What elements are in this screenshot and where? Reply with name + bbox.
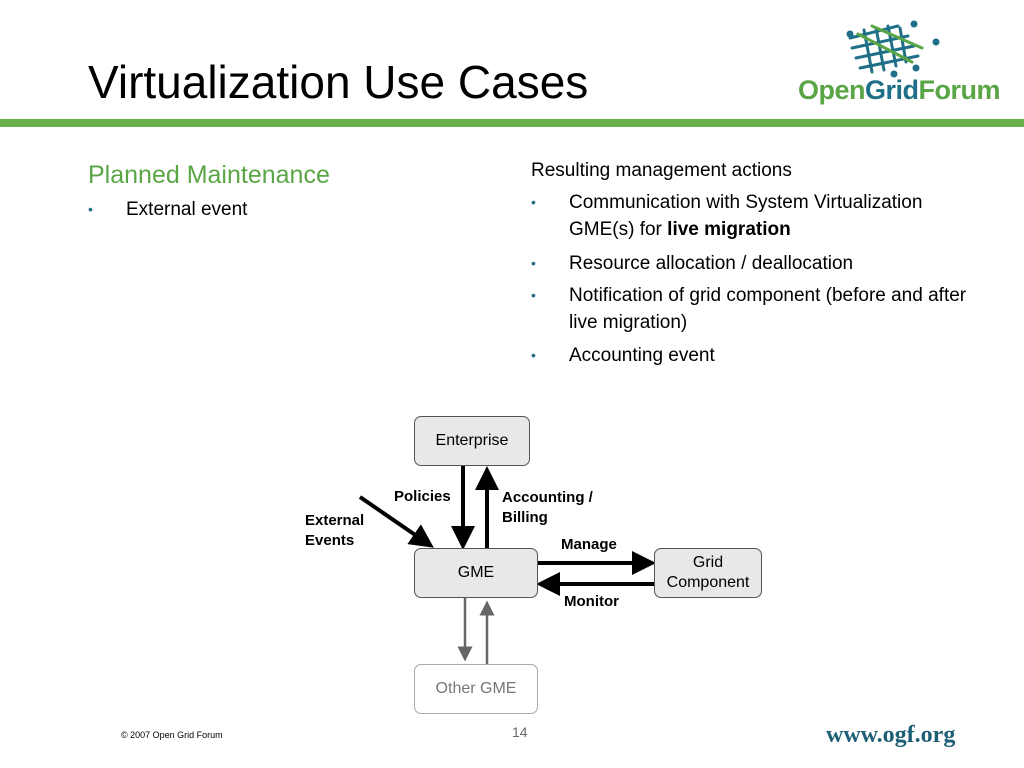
right-bullet-text: Accounting event	[569, 345, 715, 366]
bullet-icon: •	[88, 201, 93, 217]
grid-component-node: Grid Component	[654, 548, 762, 598]
billing-label: Billing	[502, 509, 548, 526]
left-bullet-text: External event	[126, 199, 248, 220]
gme-node: GME	[414, 548, 538, 598]
slide-title: Virtualization Use Cases	[88, 56, 589, 108]
right-bullet-text: Resource allocation / deallocation	[569, 253, 854, 274]
external-events-arrow	[358, 495, 434, 548]
monitor-label: Monitor	[564, 593, 619, 610]
left-heading: Planned Maintenance	[88, 161, 330, 189]
ogf-logo: OpenGridForum	[788, 18, 1001, 110]
right-bullet-text: Notification of grid component (before a…	[569, 285, 967, 333]
right-bullet-item: • Resource allocation / deallocation	[531, 250, 981, 277]
bullet-icon: •	[531, 255, 536, 271]
bullet-icon: •	[531, 194, 536, 210]
events-label: Events	[305, 532, 355, 549]
accounting-label: Accounting /	[502, 489, 593, 506]
policies-label: Policies	[394, 488, 451, 505]
right-heading: Resulting management actions	[531, 160, 792, 181]
right-bullet-item: • Accounting event	[531, 342, 981, 369]
bullet-icon: •	[531, 287, 536, 303]
right-bullet-text: Communication with System Virtualization…	[569, 192, 923, 240]
copyright-text: © 2007 Open Grid Forum	[121, 730, 223, 740]
manage-label: Manage	[561, 536, 617, 553]
grid-network-icon	[846, 20, 940, 78]
right-bullet-item: • Notification of grid component (before…	[531, 282, 981, 336]
header-divider	[0, 119, 1024, 127]
left-bullet-item: • External event	[88, 196, 448, 223]
external-label: External	[305, 512, 365, 529]
bullet-icon: •	[531, 347, 536, 363]
page-number: 14	[512, 724, 528, 740]
ogf-url: www.ogf.org	[826, 722, 956, 748]
right-bullet-item: • Communication with System Virtualizati…	[531, 189, 981, 243]
enterprise-node: Enterprise	[414, 416, 530, 466]
live-migration-emphasis: live migration	[667, 219, 791, 240]
other-gme-node: Other GME	[414, 664, 538, 714]
ogf-logo-text: OpenGridForum	[798, 75, 1001, 105]
